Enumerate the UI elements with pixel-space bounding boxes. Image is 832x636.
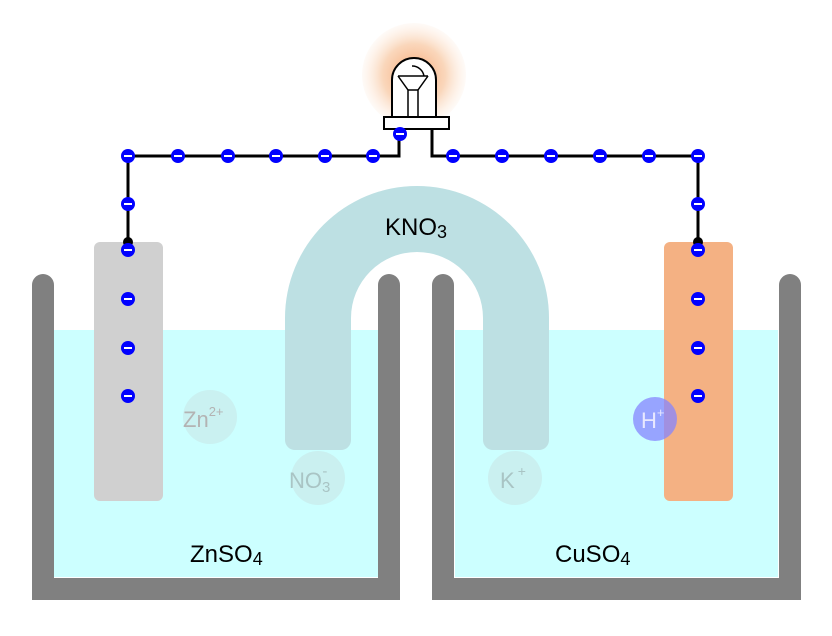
svg-text:NO3-: NO3-: [289, 463, 330, 496]
zinc-ion-charge: 2+: [209, 404, 224, 419]
electron-sign: [124, 155, 132, 157]
hydrogen-ion-symbol: H: [641, 408, 657, 433]
electron-sign: [272, 155, 280, 157]
bulb-filament: [397, 65, 429, 116]
electron-sign: [694, 155, 702, 157]
right-solution-label: CuSO4: [555, 541, 630, 569]
electron-sign: [174, 155, 182, 157]
electron-sign: [596, 155, 604, 157]
copper-electrode: [664, 242, 733, 501]
electron-sign: [694, 298, 702, 300]
electron-sign: [694, 395, 702, 397]
electron-sign: [694, 249, 702, 251]
potassium-ion-charge: +: [518, 463, 526, 479]
electron-sign: [694, 203, 702, 205]
electrons: [121, 127, 705, 403]
left-solution-label: ZnSO4: [190, 541, 263, 569]
nitrate-ion: NO3-: [289, 451, 345, 505]
electron-sign: [694, 347, 702, 349]
nitrate-ion-symbol: NO: [289, 468, 322, 493]
electron-sign: [124, 395, 132, 397]
svg-text:Zn2+: Zn2+: [183, 404, 224, 432]
potassium-ion: K+: [488, 451, 542, 505]
potassium-ion-symbol: K: [500, 468, 515, 493]
electron-sign: [224, 155, 232, 157]
svg-text:H+: H+: [641, 405, 664, 433]
salt-bridge-label: KNO3: [385, 214, 447, 242]
electron-sign: [369, 155, 377, 157]
light-bulb: [362, 23, 466, 130]
electron-sign: [498, 155, 506, 157]
bulb-base: [383, 116, 450, 130]
svg-text:K+: K+: [500, 463, 526, 493]
electron-sign: [396, 133, 404, 135]
electron-sign: [321, 155, 329, 157]
electron-sign: [124, 298, 132, 300]
electron-sign: [547, 155, 555, 157]
hydrogen-ion-charge: +: [657, 405, 665, 420]
electron-sign: [449, 155, 457, 157]
hydrogen-ion: H+: [633, 397, 677, 441]
electron-sign: [124, 203, 132, 205]
electron-sign: [645, 155, 653, 157]
electron-sign: [124, 347, 132, 349]
bulb-glass: [391, 57, 437, 118]
salt-bridge: [285, 186, 549, 450]
nitrate-ion-sub: 3: [322, 479, 330, 496]
zinc-electrode: [94, 242, 163, 501]
nitrate-ion-charge: -: [322, 463, 327, 480]
zinc-ion: Zn2+: [183, 390, 237, 444]
electron-sign: [124, 249, 132, 251]
zinc-ion-symbol: Zn: [183, 407, 209, 432]
